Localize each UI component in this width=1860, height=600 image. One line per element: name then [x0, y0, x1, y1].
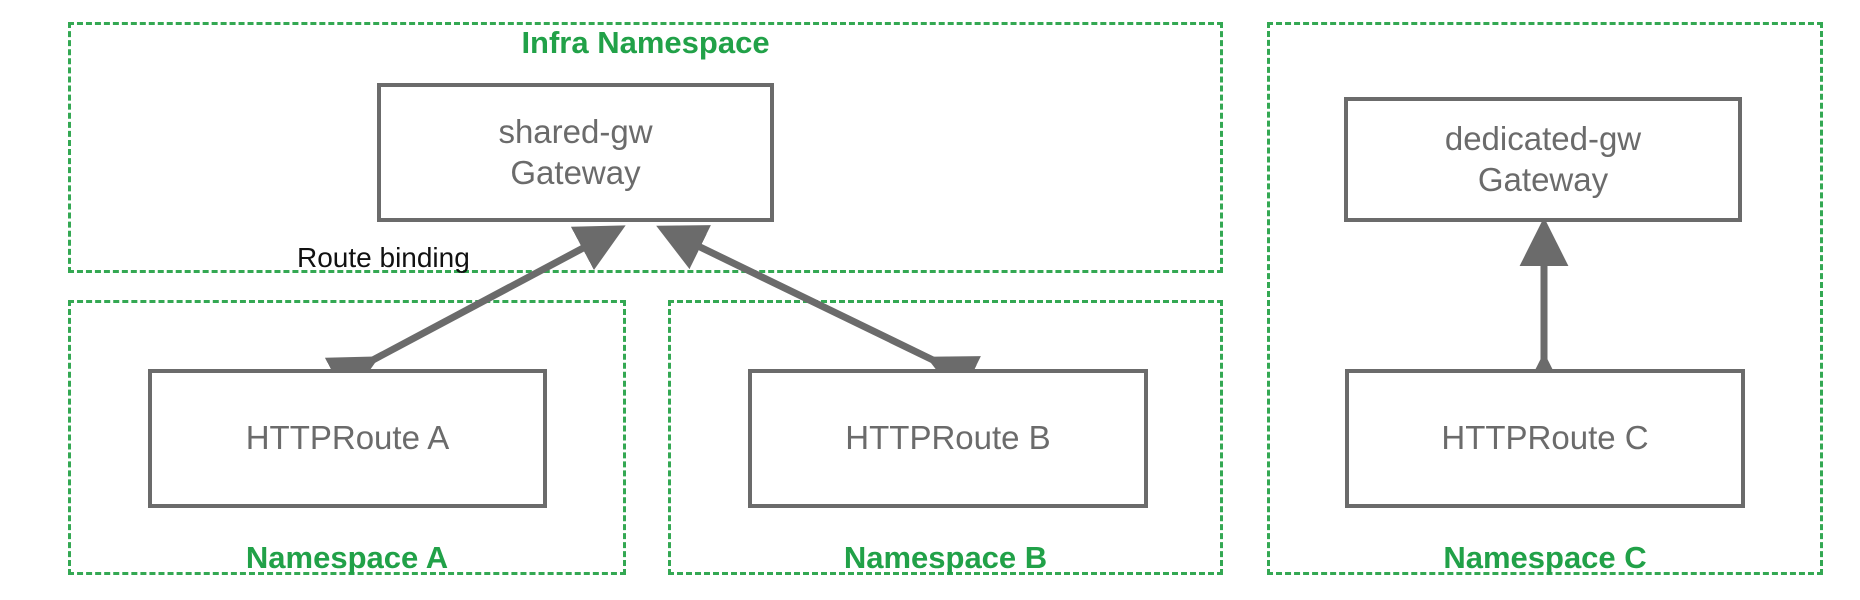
namespace-label-b: Namespace B — [843, 540, 1048, 575]
node-shared-gw-line1: shared-gw — [498, 113, 653, 151]
node-shared-gw[interactable]: shared-gw Gateway — [377, 83, 774, 222]
namespace-zone-c — [1267, 22, 1823, 575]
node-httproute-c[interactable]: HTTPRoute C — [1345, 369, 1745, 508]
node-dedicated-gw[interactable]: dedicated-gw Gateway — [1344, 97, 1742, 222]
namespace-label-a: Namespace A — [245, 540, 449, 575]
namespace-label-c: Namespace C — [1443, 540, 1647, 575]
node-httproute-b-label: HTTPRoute B — [845, 419, 1051, 457]
node-dedicated-gw-line2: Gateway — [1477, 160, 1609, 198]
node-dedicated-gw-line1: dedicated-gw — [1444, 120, 1642, 158]
node-httproute-c-label: HTTPRoute C — [1441, 419, 1649, 457]
namespace-label-infra: Infra Namespace — [521, 25, 770, 60]
node-httproute-b[interactable]: HTTPRoute B — [748, 369, 1148, 508]
namespace-zone-infra — [68, 22, 1223, 273]
node-httproute-a-label: HTTPRoute A — [245, 419, 450, 457]
node-httproute-a[interactable]: HTTPRoute A — [148, 369, 547, 508]
node-shared-gw-line2: Gateway — [510, 153, 641, 191]
edge-label-route-binding: Route binding — [297, 242, 470, 273]
